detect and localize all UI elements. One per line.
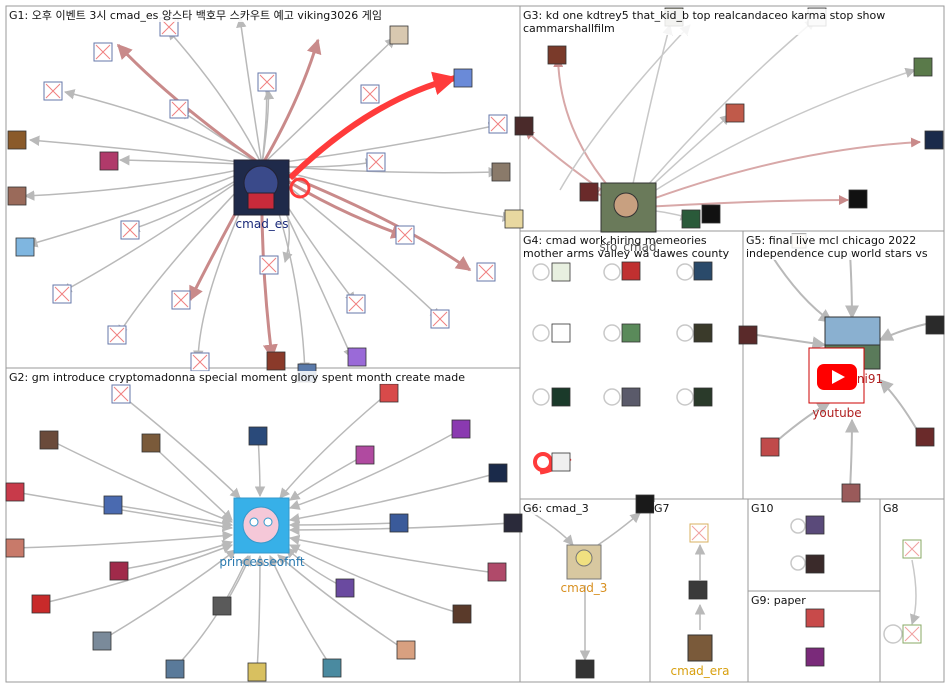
hub-label-youtube: youtube [812,406,862,420]
hub-cmad-3 [566,544,602,580]
g4-strong-loop [533,452,553,472]
small-group-loops [790,518,920,644]
g3-gray-edges [559,19,916,221]
hub-cmad-es [233,159,290,216]
hub-label-cmad-es: cmad_es [235,217,289,231]
g1-edges [23,16,514,374]
group-label-g5: G5: final live mcl chicago 2022 independ… [746,234,941,260]
group-label-g7: G7 [654,502,670,515]
broken-image-crosses-right [691,525,920,642]
group-label-g8: G8 [883,502,899,515]
hub-cmad-era [687,634,713,662]
avatar-nodes [5,7,945,682]
group-frames [5,5,945,683]
group-label-g2: G2: gm introduce cryptomadonna special m… [9,371,514,384]
hub-label-princesseofnft: princesseofnft [219,555,305,569]
group-label-g6: G6: cmad_3 [523,502,589,515]
g1-strongest-edge [287,71,458,181]
hub-label-ni91: ni91 [856,372,884,386]
broken-image-nodes-right [689,523,922,644]
g6-g7-edges [524,507,706,662]
hub-sfo-cmad [600,182,657,233]
group-label-g9: G9: paper [751,594,806,607]
g1-self-loop [289,177,311,199]
group-label-g4: G4: cmad work hiring memeories mother ar… [523,234,741,260]
broken-image-nodes [43,17,508,404]
g4-self-loops [532,263,694,406]
group-frame-g8 [879,498,945,683]
group-label-g10: G10 [751,502,774,515]
hub-label-cmad-3: cmad_3 [560,581,608,595]
group-label-g3: G3: kd one kdtrey5 that_kid_b top realca… [523,9,923,35]
hub-princesseofnft [233,497,290,554]
hub-label-sfo-cmad: sfo_cmad [599,240,657,254]
g2-edges [13,392,513,673]
group-label-g1: G1: 오후 이벤트 3시 cmad_es 앙스타 백호무 스카우트 예고 vi… [9,9,514,22]
hub-label-cmad-era: cmad_era [670,664,730,678]
hub-youtube [808,347,865,404]
